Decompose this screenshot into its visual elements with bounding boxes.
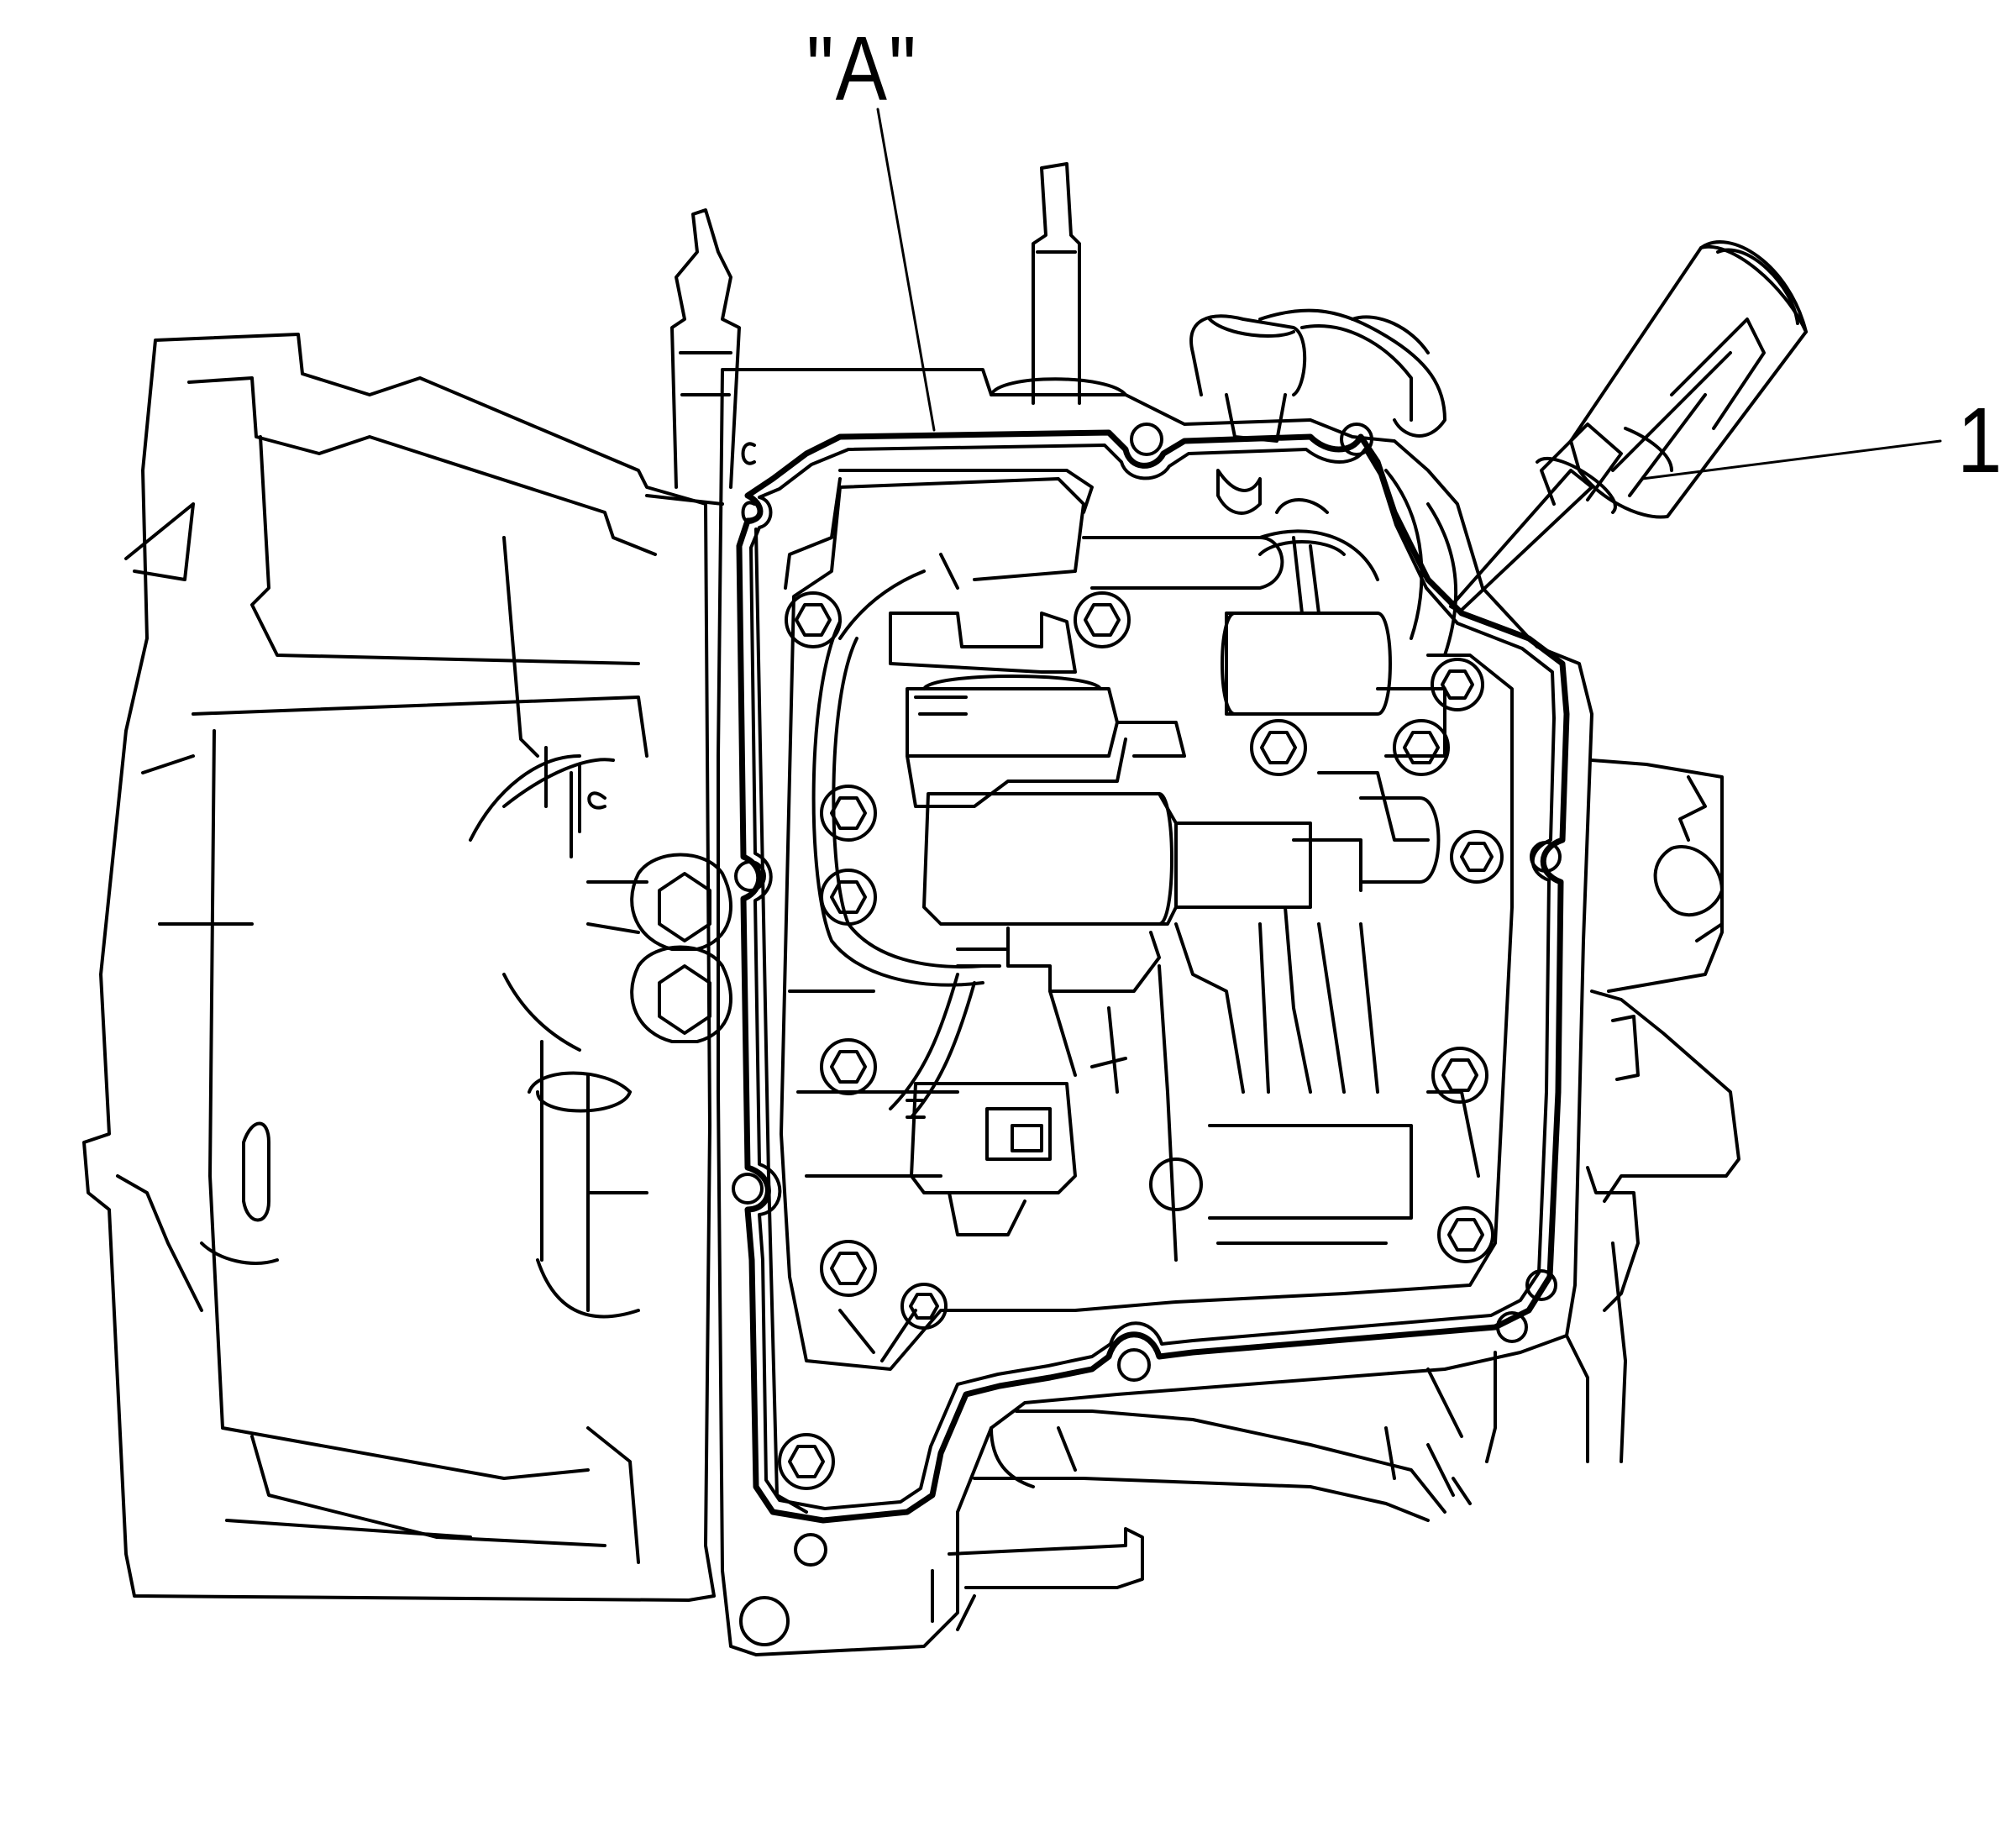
solenoid-upper bbox=[889, 612, 1186, 808]
bolt bbox=[1450, 830, 1504, 884]
bolt bbox=[820, 869, 877, 926]
bolt bbox=[900, 1283, 948, 1330]
bolt bbox=[1431, 1047, 1488, 1104]
sealant-tube bbox=[1449, 240, 1808, 613]
bolt bbox=[1431, 658, 1484, 711]
upper-fittings bbox=[990, 162, 1446, 515]
sealant-bead-a bbox=[736, 429, 1570, 1524]
oil-pan-flange bbox=[717, 368, 1593, 1656]
bolt bbox=[785, 591, 842, 648]
pan-bolts bbox=[778, 591, 1504, 1490]
bolt bbox=[1437, 1206, 1494, 1263]
callout-label-1: 1 bbox=[1957, 389, 2003, 493]
bolt bbox=[1250, 719, 1307, 776]
wiring-harness bbox=[811, 529, 1379, 987]
transmission-case-left bbox=[82, 208, 741, 1602]
transmission-case-right bbox=[931, 759, 1740, 1631]
solenoid-middle bbox=[889, 792, 1312, 1119]
bolt bbox=[1074, 591, 1131, 648]
bolt bbox=[1393, 719, 1450, 776]
bolt bbox=[820, 1240, 877, 1297]
flange-holes bbox=[586, 423, 1562, 1646]
bolt bbox=[1149, 1157, 1203, 1211]
solenoid-right bbox=[1221, 612, 1446, 892]
callout-label-a: "A" bbox=[806, 18, 918, 120]
bolt bbox=[820, 1038, 877, 1095]
valve-body bbox=[780, 477, 1514, 1371]
leader-lines bbox=[876, 108, 1942, 480]
bolt bbox=[820, 785, 877, 842]
connector-lower bbox=[906, 1082, 1077, 1236]
bolt bbox=[778, 1433, 835, 1490]
